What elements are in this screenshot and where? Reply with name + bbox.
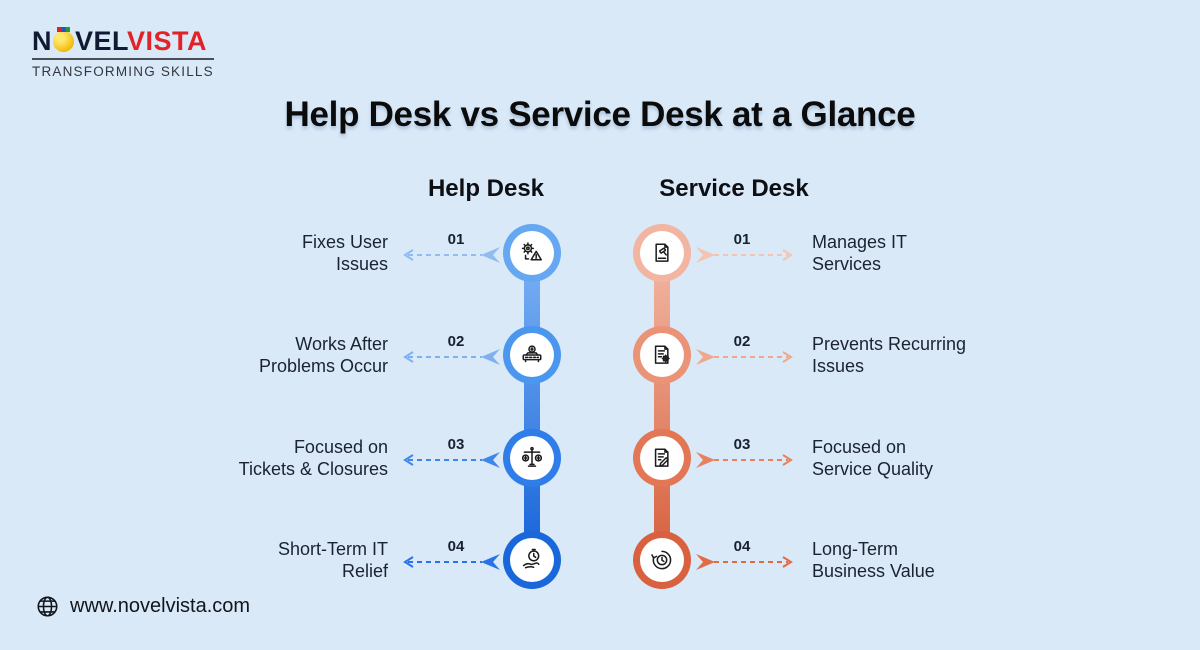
logo-text-mid: VEL [75, 26, 128, 56]
footer: www.novelvista.com [34, 593, 250, 620]
service-desk-node [633, 531, 691, 589]
node-inner-circle [640, 231, 684, 275]
node-inner-circle [640, 538, 684, 582]
step-number: 04 [447, 538, 465, 555]
node-inner-circle [510, 538, 554, 582]
step-number: 04 [733, 538, 751, 555]
globe-icon [37, 596, 58, 617]
dashed-arrow-right-icon [696, 247, 793, 263]
service-desk-item-label: Prevents Recurring Issues [812, 334, 967, 376]
help-desk-timeline-line [524, 253, 540, 560]
step-number: 01 [733, 231, 751, 248]
novelvista-logo: N VELVISTA TRANSFORMING SKILLS [32, 26, 214, 79]
help-desk-item-label: Works After Problems Occur [258, 334, 388, 376]
service-desk-timeline-line [654, 253, 670, 560]
logo-text-start: N [32, 26, 52, 56]
logo-tagline: TRANSFORMING SKILLS [32, 64, 214, 79]
node-inner-circle [640, 436, 684, 480]
help-desk-node [503, 224, 561, 282]
dashed-arrow-left-icon [403, 247, 500, 263]
step-number: 02 [733, 333, 751, 350]
balance-scale-icon [521, 446, 543, 467]
service-desk-node [633, 429, 691, 487]
document-gear-icon [654, 345, 670, 364]
logo-divider [32, 58, 214, 60]
node-inner-circle [640, 333, 684, 377]
help-desk-item-label: Short-Term IT Relief [277, 539, 388, 581]
service-desk-node [633, 326, 691, 384]
help-desk-item-label: Focused on Tickets & Closures [238, 437, 388, 479]
logo-text-accent: VISTA [127, 26, 208, 56]
step-number: 02 [447, 333, 465, 350]
document-pencil-icon [654, 448, 669, 467]
website-url: www.novelvista.com [70, 595, 251, 617]
step-number: 03 [447, 436, 465, 453]
hand-stopwatch-icon [522, 548, 540, 569]
node-inner-circle [510, 231, 554, 275]
service-desk-item-label: Long-Term Business Value [812, 539, 935, 581]
clock-cycle-icon [651, 550, 672, 570]
dashed-arrow-right-icon [696, 349, 793, 365]
service-desk-item-label: Focused on Service Quality [812, 437, 934, 479]
step-number: 01 [447, 231, 465, 248]
logo-bulb-icon [53, 27, 74, 52]
node-inner-circle [510, 436, 554, 480]
help-desk-item-label: Fixes User Issues [301, 232, 388, 274]
service-desk-item-label: Manages IT Services [812, 232, 908, 274]
page-title: Help Desk vs Service Desk at a Glance [284, 95, 916, 134]
help-desk-node [503, 531, 561, 589]
step-number: 03 [733, 436, 751, 453]
logo-bulb-squares-icon [57, 27, 70, 32]
gear-alert-icon [521, 242, 542, 261]
dashed-arrow-left-icon [403, 452, 500, 468]
service-desk-node [633, 224, 691, 282]
dashed-arrow-left-icon [403, 349, 500, 365]
dashed-arrow-left-icon [403, 554, 500, 570]
service-vehicle-icon [522, 345, 542, 363]
dashed-arrow-right-icon [696, 452, 793, 468]
node-inner-circle [510, 333, 554, 377]
document-gavel-icon [655, 243, 669, 262]
help-desk-header: Help Desk [427, 175, 545, 202]
help-desk-node [503, 326, 561, 384]
logo-wordmark: N VELVISTA [32, 26, 214, 56]
help-desk-node [503, 429, 561, 487]
service-desk-header: Service Desk [659, 175, 809, 202]
dashed-arrow-right-icon [696, 554, 793, 570]
